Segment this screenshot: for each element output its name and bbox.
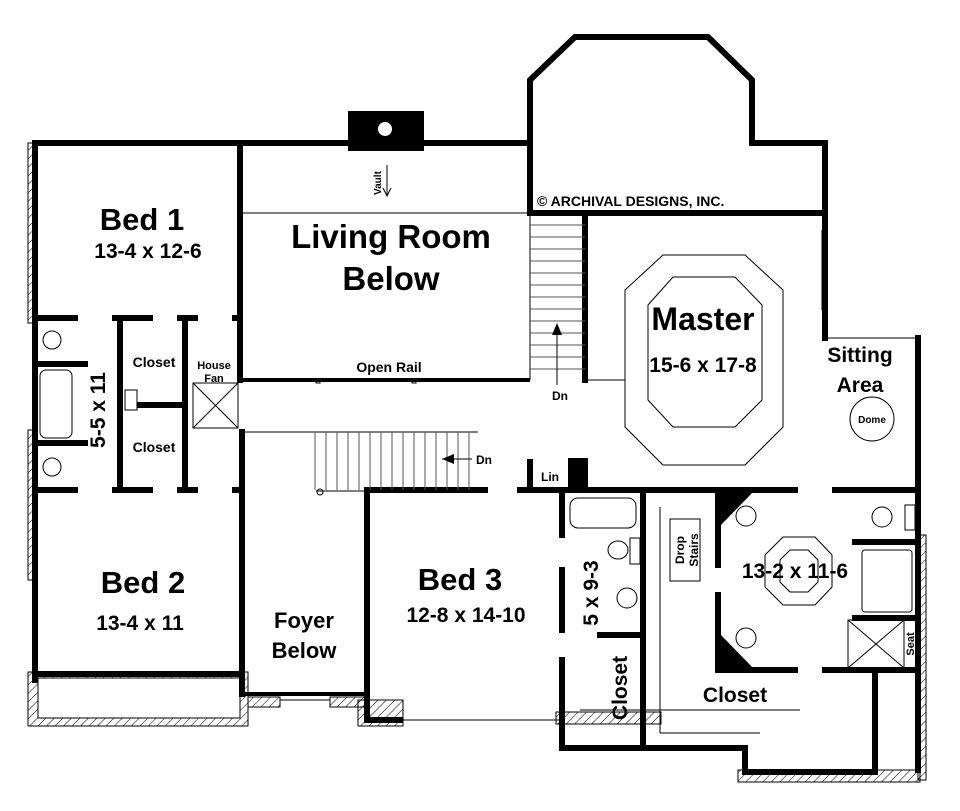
dome (849, 396, 895, 442)
dome-label: Dome (858, 415, 886, 426)
copyright-text: © ARCHIVAL DESIGNS, INC. (537, 193, 724, 209)
closet-upper-label: Closet (133, 354, 176, 370)
room-master-bath-size: 13-2 x 11-6 (742, 560, 848, 583)
drop-stairs-label-1: Drop (673, 536, 687, 564)
room-foyer-line1: Foyer (274, 608, 334, 633)
room-master-name: Master (651, 301, 754, 337)
room-bed1-name: Bed 1 (100, 202, 184, 237)
exterior-walls (32, 34, 921, 683)
room-bed1-size: 13-4 x 12-6 (94, 240, 201, 263)
house-fan-label-2: Fan (204, 373, 224, 385)
house-fan (192, 382, 239, 429)
room-bed3-bath-size: 5 x 9-3 (580, 560, 603, 625)
room-master-size: 15-6 x 17-8 (649, 354, 757, 377)
drop-stairs-label-2: Stairs (687, 533, 701, 567)
room-bed3-name: Bed 3 (418, 562, 502, 597)
room-sitting-line2: Area (837, 374, 884, 397)
seat-label: Seat (905, 632, 917, 656)
open-rail-label: Open Rail (356, 359, 421, 375)
room-foyer-line2: Below (272, 638, 338, 663)
room-hall-bath-size: 5-5 x 11 (87, 372, 110, 448)
main-stairs (242, 431, 478, 496)
room-living-line2: Below (342, 260, 440, 297)
lin-label: Lin (541, 470, 559, 484)
rear-stairs (530, 224, 585, 385)
room-master-closet-label: Closet (703, 684, 767, 707)
dn-main-label: Dn (476, 453, 492, 467)
room-bed3-closet-label: Closet (609, 656, 632, 720)
room-sitting-line1: Sitting (827, 344, 892, 367)
fixtures (39, 165, 916, 734)
closet-lower-label: Closet (133, 439, 176, 455)
room-living-line1: Living Room (291, 218, 491, 255)
room-bed2-name: Bed 2 (101, 565, 185, 600)
interior-walls (32, 140, 921, 775)
room-bed3-size: 12-8 x 14-10 (406, 604, 525, 627)
dn-rear-label: Dn (552, 389, 568, 403)
house-fan-label-1: House (197, 360, 231, 372)
room-bed2-size: 13-4 x 11 (96, 612, 184, 635)
vault-label: Vault (373, 170, 384, 195)
